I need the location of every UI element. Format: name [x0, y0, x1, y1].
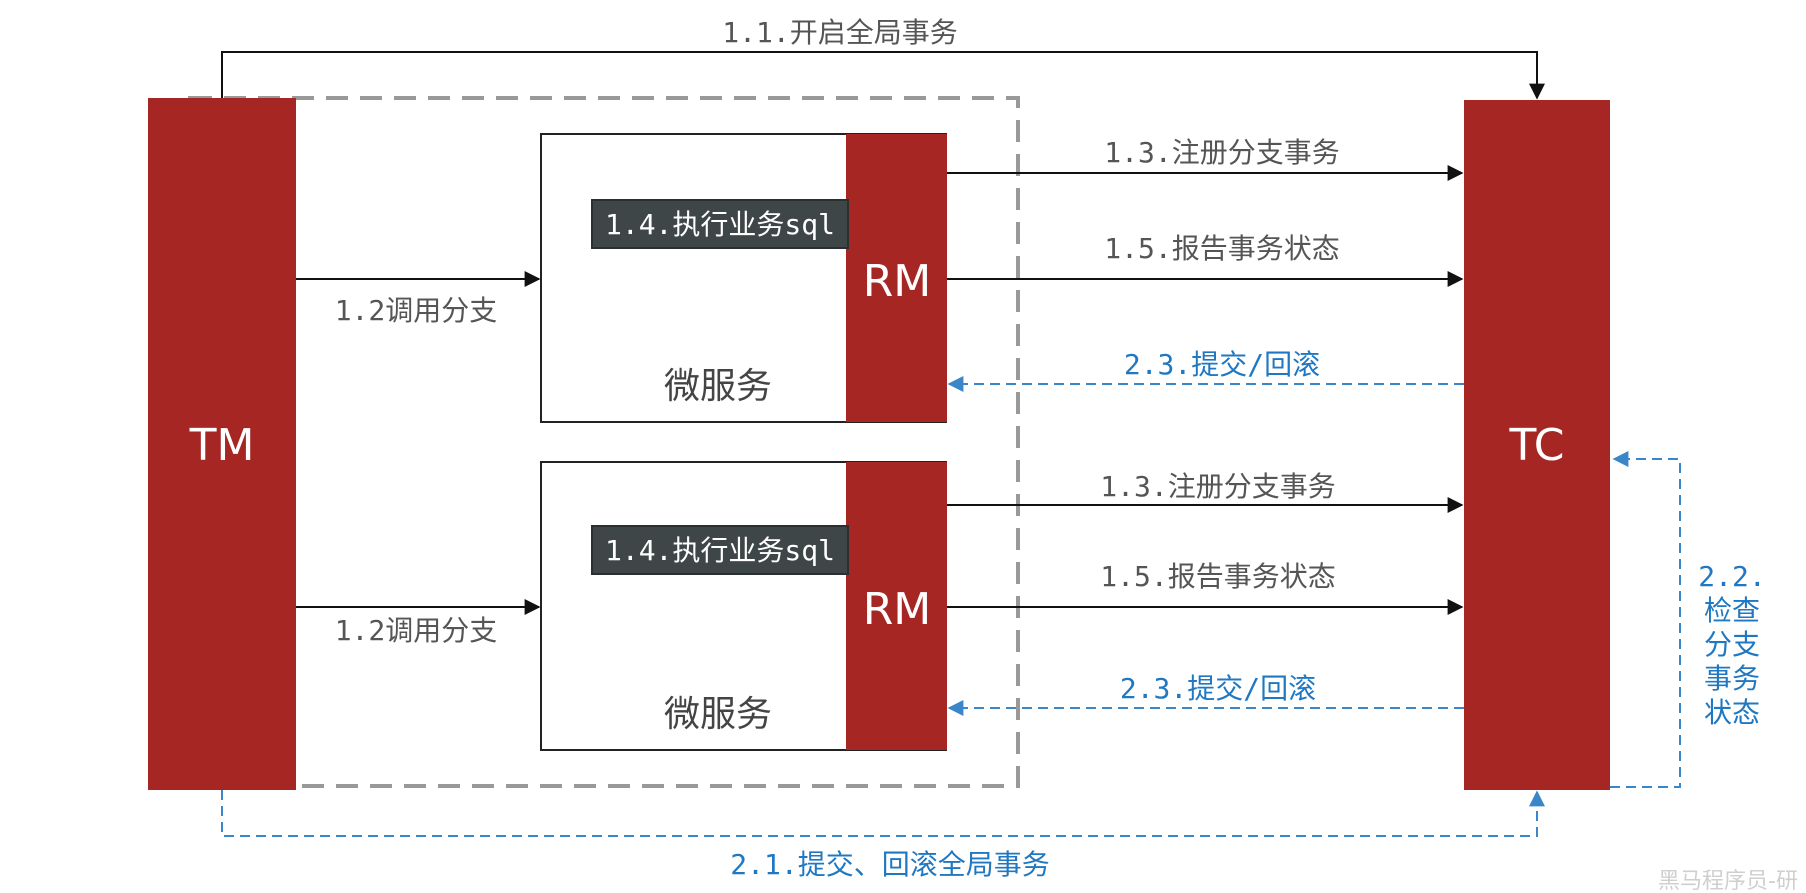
rm-top-label: RM — [863, 256, 932, 307]
tc-label: TC — [1508, 420, 1564, 471]
label-commit-rollback-top: 2.3.提交/回滚 — [1124, 348, 1320, 381]
tm-box — [148, 98, 296, 790]
label-check-line-3: 分支 — [1704, 628, 1760, 661]
watermark: 黑马程序员-研 — [1658, 869, 1798, 893]
arrow-check-branch-status — [1610, 451, 1681, 788]
sql-top-badge — [591, 199, 849, 249]
arrow-begin-global — [221, 51, 1545, 100]
arrow-global-commit-rollback — [221, 790, 1545, 837]
sql-top-text: 1.4.执行业务sql — [605, 208, 835, 241]
label-register-branch-top: 1.3.注册分支事务 — [1104, 136, 1339, 169]
label-report-status-bottom: 1.5.报告事务状态 — [1100, 560, 1335, 593]
tc-box — [1464, 100, 1610, 790]
label-global-commit-rollback: 2.1.提交、回滚全局事务 — [730, 848, 1049, 881]
label-check-line-5: 状态 — [1704, 696, 1760, 729]
rm-top-box — [846, 134, 947, 422]
label-check-line-1: 2.2. — [1698, 560, 1765, 593]
label-call-branch-bottom: 1.2调用分支 — [335, 614, 498, 647]
label-register-branch-bottom: 1.3.注册分支事务 — [1100, 470, 1335, 503]
sql-bottom-badge — [591, 525, 849, 575]
label-commit-rollback-bottom: 2.3.提交/回滚 — [1120, 672, 1316, 705]
service-top-label: 微服务 — [664, 366, 772, 407]
sql-bottom-text: 1.4.执行业务sql — [605, 534, 835, 567]
label-check-line-2: 检查 — [1704, 594, 1760, 627]
label-call-branch-top: 1.2调用分支 — [335, 294, 498, 327]
rm-bottom-box — [846, 462, 947, 750]
label-report-status-top: 1.5.报告事务状态 — [1104, 232, 1339, 265]
label-check-line-4: 事务 — [1704, 662, 1760, 695]
label-check-branch-status: 2.2. 检查 分支 事务 状态 — [1698, 560, 1765, 729]
tm-label: TM — [189, 420, 255, 471]
rm-bottom-label: RM — [863, 584, 932, 635]
service-bottom-label: 微服务 — [664, 694, 772, 735]
label-begin-global: 1.1.开启全局事务 — [722, 16, 957, 49]
